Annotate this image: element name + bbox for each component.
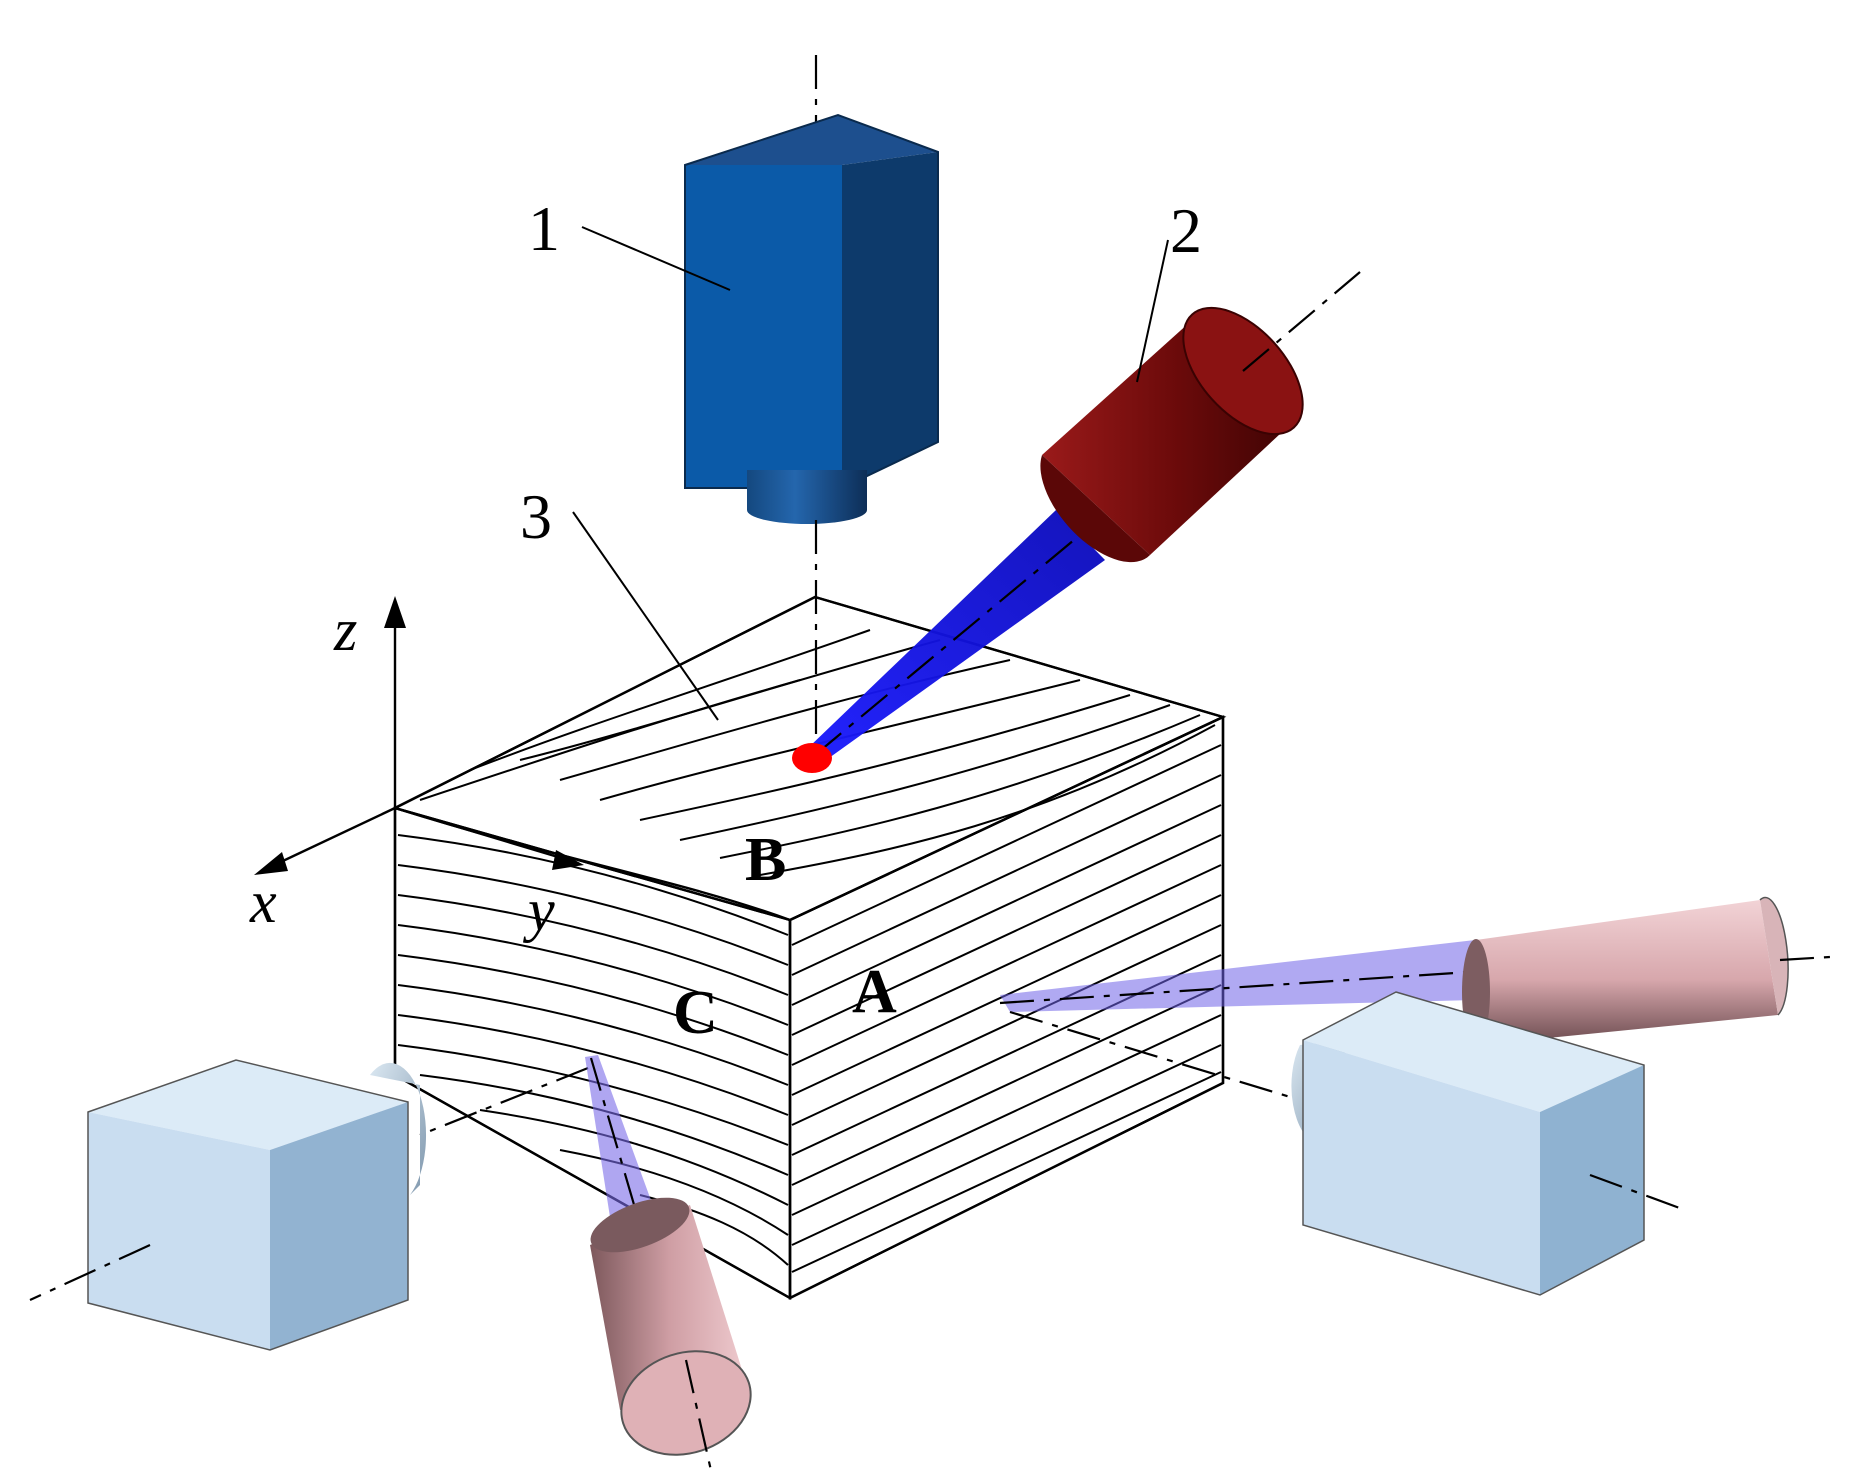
coordinate-axes: [254, 596, 584, 875]
right-camera-top-face: [1303, 992, 1644, 1112]
left-side-camera: [29, 1059, 589, 1351]
axis-label-z: z: [333, 597, 357, 663]
face-label-b: B: [745, 826, 786, 894]
right-camera-axis: [1589, 1173, 1686, 1212]
right-camera-outline: [1302, 991, 1645, 1296]
callout-2-label: 2: [1170, 195, 1202, 266]
x-axis-arrowhead: [254, 852, 288, 875]
right-beam-centerline: [999, 970, 1471, 1005]
face-label-c: C: [673, 979, 718, 1047]
laser-spot: [792, 743, 832, 773]
right-laser-back-cap: [1759, 896, 1789, 1016]
leader-3: [572, 511, 719, 721]
left-camera-outline: [87, 1059, 409, 1351]
callout-3-label: 3: [520, 481, 552, 552]
left-camera-side-face: [270, 1102, 408, 1350]
bottom-laser-axis: [684, 1359, 714, 1476]
x-axis-line: [267, 806, 396, 870]
top-camera: [684, 55, 939, 762]
blue-beam-centerline: [814, 534, 1081, 756]
wood-block-outline: [393, 595, 1225, 1300]
violet-beam-bottom: [585, 1055, 660, 1230]
top-camera-outline: [684, 113, 939, 489]
wood-block: [391, 595, 1227, 1301]
z-axis-arrowhead: [384, 596, 406, 628]
wood-block-top-edges: [394, 715, 1224, 922]
right-laser-body: [1476, 900, 1778, 1045]
right-face-grain: [791, 744, 1222, 1273]
leader-lines: [572, 226, 1169, 721]
bottom-laser: [585, 1055, 752, 1476]
violet-beam-right: [1000, 940, 1475, 1012]
right-camera-front-face: [1303, 1040, 1540, 1295]
bottom-laser-front-cap: [590, 1197, 690, 1253]
top-laser: [792, 271, 1361, 773]
axis-label-x: x: [249, 869, 277, 935]
face-label-a: A: [852, 958, 897, 1026]
right-side-laser: [999, 896, 1831, 1045]
top-camera-top-face: [685, 115, 938, 165]
top-laser-axis: [1242, 271, 1361, 372]
axis-label-y: y: [522, 877, 555, 943]
top-laser-bottom-cap: [1040, 455, 1150, 563]
bottom-beam-centerline: [589, 1057, 642, 1226]
bottom-laser-back-cap: [620, 1350, 752, 1456]
left-camera-front-face: [88, 1112, 270, 1350]
right-camera-sightline: [1009, 1010, 1301, 1102]
leader-2: [1136, 239, 1169, 383]
right-laser-axis: [1779, 955, 1831, 962]
left-camera-axis: [29, 1244, 151, 1301]
callout-1-label: 1: [528, 193, 560, 264]
front-face-grain: [397, 834, 789, 1266]
left-camera-sightline: [419, 1066, 589, 1137]
top-camera-front-face: [685, 165, 842, 488]
right-camera-side-face: [1540, 1065, 1644, 1295]
top-camera-side-face: [842, 152, 938, 488]
leader-1: [581, 226, 731, 291]
right-side-camera: [1009, 991, 1686, 1296]
top-camera-lens: [747, 470, 867, 524]
